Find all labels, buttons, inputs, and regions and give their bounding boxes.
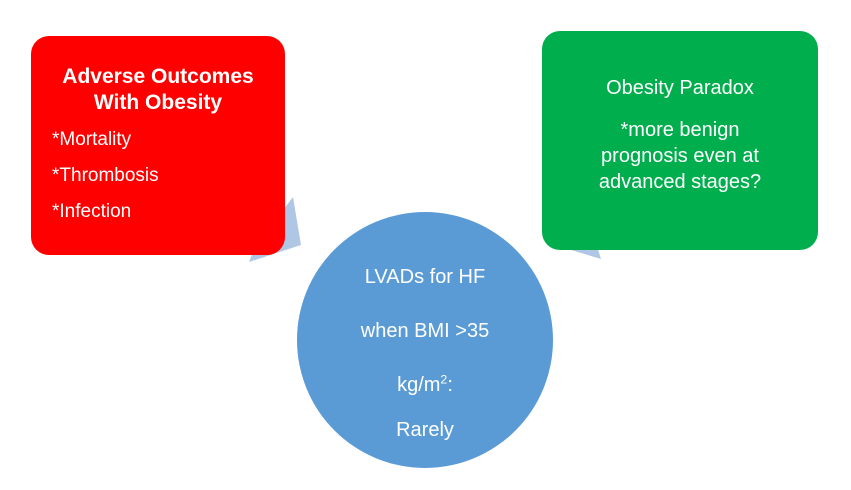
lvad-answer: Rarely [396,418,454,441]
lvad-bmi-unit-superscript: 2 [440,371,448,386]
adverse-outcomes-bullet-infection: *Infection [52,201,132,222]
adverse-outcomes-bullet-thrombosis: *Thrombosis [52,165,159,186]
obesity-paradox-title: Obesity Paradox [606,77,754,99]
adverse-outcomes-bullet-mortality: *Mortality [52,129,132,150]
lvad-bmi-unit-prefix: kg/m [397,373,441,396]
lvad-question-line-1: LVADs for HF [364,265,486,288]
obesity-paradox-callout[interactable]: Obesity Paradox *more benign prognosis e… [542,31,818,250]
adverse-outcomes-callout[interactable]: Adverse Outcomes With Obesity *Mortality… [31,36,285,255]
adverse-outcomes-title: Adverse Outcomes With Obesity [62,65,254,114]
obesity-paradox-body: *more benign prognosis even at advanced … [598,119,762,193]
adverse-outcomes-bullet-list: *Mortality *Thrombosis *Infection [45,130,271,222]
lvad-bmi-unit-suffix: : [447,373,453,396]
lvad-center-circle[interactable]: LVADs for HF when BMI >35 kg/m2: Rarely [297,212,553,468]
lvad-question-line-2: when BMI >35 [360,319,490,342]
lvad-question: LVADs for HF when BMI >35 kg/m2: [361,237,489,399]
